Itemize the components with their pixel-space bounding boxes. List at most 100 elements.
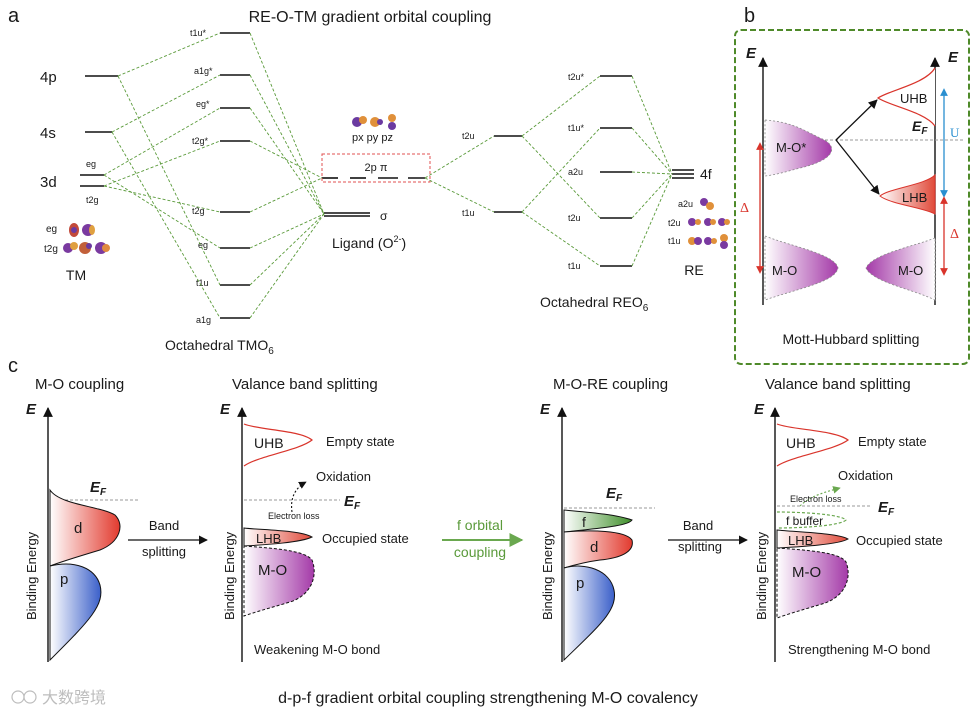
panel-b-frame xyxy=(734,29,970,365)
panel-c: c M-O coupling Valance band splitting M-… xyxy=(8,355,943,662)
tm-label: TM xyxy=(66,267,86,283)
re-f-orbital-icons xyxy=(688,198,730,249)
reo6-left-t1u: t1u xyxy=(462,208,475,218)
c4-electron-loss: Electron loss xyxy=(790,494,842,504)
ligand-p-orbital-icons xyxy=(352,114,396,130)
panel-b-ef: EF xyxy=(912,118,928,137)
c2-ylabel: Binding Energy xyxy=(222,531,237,620)
reo6-t1u: t1u xyxy=(568,261,581,271)
tm-t2g-label: t2g xyxy=(86,195,99,205)
tmo6-level-lines xyxy=(220,32,250,319)
c3-d-label: d xyxy=(590,539,598,556)
c-f-coupling-line2: coupling xyxy=(454,544,506,560)
tmo6-eg: eg xyxy=(198,240,208,250)
re-label: RE xyxy=(684,262,703,278)
tm-4s-label: 4s xyxy=(40,125,56,142)
tmo6-t2g: t2g xyxy=(192,206,205,216)
c2-oxidation-arrow xyxy=(291,481,307,513)
ligand-p-orbital-labels: px py pz xyxy=(352,132,393,144)
c4-f-buffer-band xyxy=(776,511,847,529)
panel-b-caption: Mott-Hubbard splitting xyxy=(783,331,920,347)
c4-subplot: E Binding Energy UHB Empty state Oxidati… xyxy=(754,401,943,662)
reo6-t2u-star: t2u* xyxy=(568,72,585,82)
c1-d-label: d xyxy=(74,520,82,537)
c2-lhb-band xyxy=(243,527,314,547)
panel-c-header-1: M-O coupling xyxy=(35,376,124,393)
ligand-pi-box xyxy=(321,153,431,183)
panel-b-e-left: E xyxy=(746,45,757,62)
c1-ylabel: Binding Energy xyxy=(24,531,39,620)
c1-p-band xyxy=(49,563,102,662)
c4-e-label: E xyxy=(754,401,765,418)
panel-a: a RE-O-TM gradient orbital coupling 4p 4… xyxy=(8,5,730,357)
c3-e-label: E xyxy=(540,401,551,418)
watermark: 大数跨境 xyxy=(11,688,106,707)
c4-empty-state: Empty state xyxy=(858,434,927,449)
c2-ef: EF xyxy=(344,493,361,512)
panel-b-mo-right-label: M-O xyxy=(898,263,923,278)
c2-uhb-label: UHB xyxy=(254,435,284,451)
c-band-split-1-line1: Band xyxy=(149,518,179,533)
tmo6-a1g-star: a1g* xyxy=(194,66,213,76)
c2-uhb-band xyxy=(243,423,313,467)
c4-uhb-label: UHB xyxy=(786,435,816,451)
reo6-label: Octahedral REO6 xyxy=(540,294,649,314)
watermark-logo-icon xyxy=(11,690,25,704)
c4-mo-band xyxy=(776,547,849,619)
re-orb-t1u: t1u xyxy=(668,236,681,246)
ligand-level-lines xyxy=(322,177,425,217)
panel-b-mo-band-left xyxy=(764,235,839,301)
reo6-left-t2u: t2u xyxy=(462,131,475,141)
panel-b-mo-star-band xyxy=(764,119,832,177)
tmo6-a1g: a1g xyxy=(196,315,211,325)
ligand-sigma-label: σ xyxy=(380,209,388,223)
tm-d-orbital-icons xyxy=(63,223,110,254)
panel-b-uhb-label: UHB xyxy=(900,91,927,106)
re-orb-a2u: a2u xyxy=(678,199,693,209)
c3-p-label: p xyxy=(576,575,584,592)
tm-level-lines xyxy=(80,75,118,187)
tmo6-label: Octahedral TMO6 xyxy=(165,337,274,357)
panel-a-letter: a xyxy=(8,5,20,27)
c4-lhb-band xyxy=(776,529,849,549)
c3-ylabel: Binding Energy xyxy=(540,531,555,620)
panel-b-delta-left: Δ xyxy=(740,201,749,216)
panel-b-letter: b xyxy=(744,5,755,27)
tmo6-t1u-star: t1u* xyxy=(190,28,207,38)
c2-occupied-state: Occupied state xyxy=(322,531,409,546)
c-band-split-2-line1: Band xyxy=(683,518,713,533)
panel-c-header-3: M-O-RE coupling xyxy=(553,376,668,393)
c-band-split-1-line2: splitting xyxy=(142,544,186,559)
re-4f-label: 4f xyxy=(700,166,712,182)
panel-b-mo-star-label: M-O* xyxy=(776,140,806,155)
panel-b-lhb-band xyxy=(879,173,936,215)
watermark-text: 大数跨境 xyxy=(42,688,106,707)
c2-electron-loss: Electron loss xyxy=(268,511,320,521)
figure-caption: d-p-f gradient orbital coupling strength… xyxy=(278,690,698,707)
panel-b: b E E EF M-O* UHB LHB U Δ Δ M-O M-O xyxy=(734,5,970,365)
c4-oxidation-arrow xyxy=(799,486,841,507)
c1-e-label: E xyxy=(26,401,37,418)
tm-4p-label: 4p xyxy=(40,69,57,86)
tm-eg-label: eg xyxy=(86,159,96,169)
panel-b-uhb-band xyxy=(876,67,936,127)
panel-c-header-2: Valance band splitting xyxy=(232,376,378,393)
c1-d-band xyxy=(49,488,121,567)
c3-p-band xyxy=(563,565,616,662)
c3-f-label: f xyxy=(582,514,586,530)
c4-uhb-band xyxy=(776,423,849,467)
c1-subplot: E Binding Energy EF d p xyxy=(24,401,140,662)
tm-orb-t2g-label: t2g xyxy=(44,244,58,255)
panel-b-u-label: U xyxy=(950,125,960,140)
c2-empty-state: Empty state xyxy=(326,434,395,449)
tm-3d-label: 3d xyxy=(40,174,57,191)
c-f-coupling-line1: f orbital xyxy=(457,517,503,533)
c2-mo-band xyxy=(243,545,315,617)
c3-subplot: E Binding Energy EF f d p xyxy=(540,401,655,662)
ligand-pi-label: 2p π xyxy=(365,162,388,174)
tmo6-eg-star: eg* xyxy=(196,99,210,109)
tmo6-t1u: t1u xyxy=(196,278,209,288)
c4-oxidation: Oxidation xyxy=(838,468,893,483)
reo6-a2u: a2u xyxy=(568,167,583,177)
